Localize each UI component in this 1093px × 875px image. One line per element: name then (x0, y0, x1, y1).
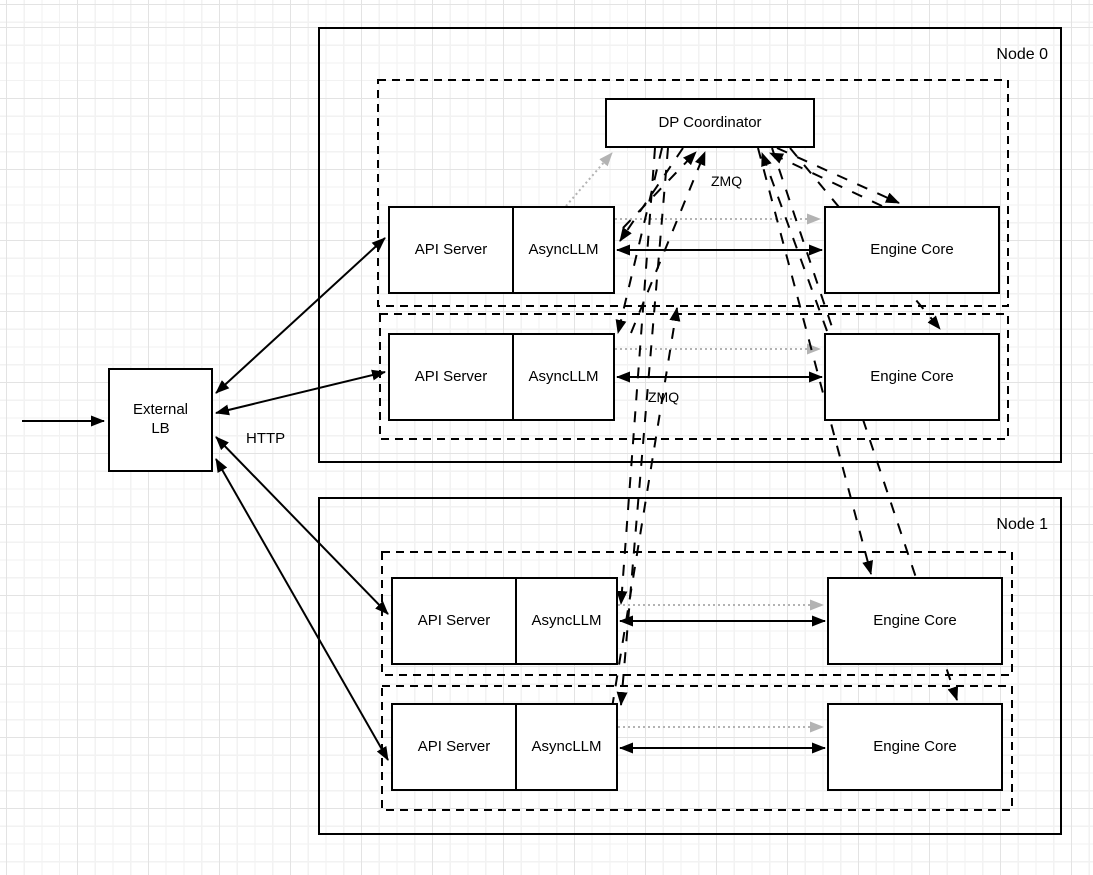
dashed-coordinator-engine3 (757, 147, 873, 575)
dashed-coordinator-asyncllm4 (616, 147, 669, 706)
dashed-engine1-coordinator (769, 152, 883, 207)
asyncllm-box: AsyncLLM (528, 367, 599, 385)
dashed-coordinator-asyncllm3 (616, 147, 656, 605)
node0-replica1-engine-core-box: Engine Core (824, 333, 1000, 421)
dashed-coordinator-engine1 (776, 147, 900, 204)
arrow-lb-api1 (215, 237, 386, 394)
external-lb-box: External LB (108, 368, 213, 472)
dashed-coordinator-asyncllm2 (615, 147, 663, 334)
dp-coordinator-label: DP Coordinator (658, 113, 762, 131)
api-server-box: API Server (390, 208, 514, 292)
external-lb-label-line2: LB (151, 420, 170, 437)
node1-replica0-api-asyncllm-box: API Server AsyncLLM (391, 577, 618, 665)
api-server-box: API Server (393, 579, 517, 663)
arrow-lb-api3 (215, 436, 389, 615)
node0-replica0-engine-core-box: Engine Core (824, 206, 1000, 294)
node0-replica1-api-asyncllm-box: API Server AsyncLLM (388, 333, 615, 421)
dashed-asyncllm1-coordinator (622, 151, 697, 229)
arrow-lb-api2 (215, 369, 386, 416)
node1-replica1-engine-core-box: Engine Core (827, 703, 1003, 791)
dotted-asyncllm1-coordinator (565, 152, 613, 207)
dashed-coordinator-asyncllm1 (619, 147, 684, 242)
dashed-asyncllm4-replica0-group (611, 307, 681, 709)
engine-core-label: Engine Core (873, 737, 957, 755)
dp-coordinator-box: DP Coordinator (605, 98, 815, 148)
arrow-lb-api4 (215, 458, 389, 761)
node0-replica0-group (377, 79, 1009, 307)
api-server-box: API Server (393, 705, 517, 789)
asyncllm-box: AsyncLLM (531, 737, 602, 755)
engine-core-label: Engine Core (870, 367, 954, 385)
asyncllm-box: AsyncLLM (528, 240, 599, 258)
asyncllm-box: AsyncLLM (531, 611, 602, 629)
node1-replica1-api-asyncllm-box: API Server AsyncLLM (391, 703, 618, 791)
node1-replica0-engine-core-box: Engine Core (827, 577, 1003, 665)
api-server-box: API Server (390, 335, 514, 419)
engine-core-label: Engine Core (870, 240, 954, 258)
node0-replica0-api-asyncllm-box: API Server AsyncLLM (388, 206, 615, 294)
engine-core-label: Engine Core (873, 611, 957, 629)
external-lb-label-line1: External (132, 401, 189, 419)
dashed-engine2-coordinator (761, 152, 828, 332)
